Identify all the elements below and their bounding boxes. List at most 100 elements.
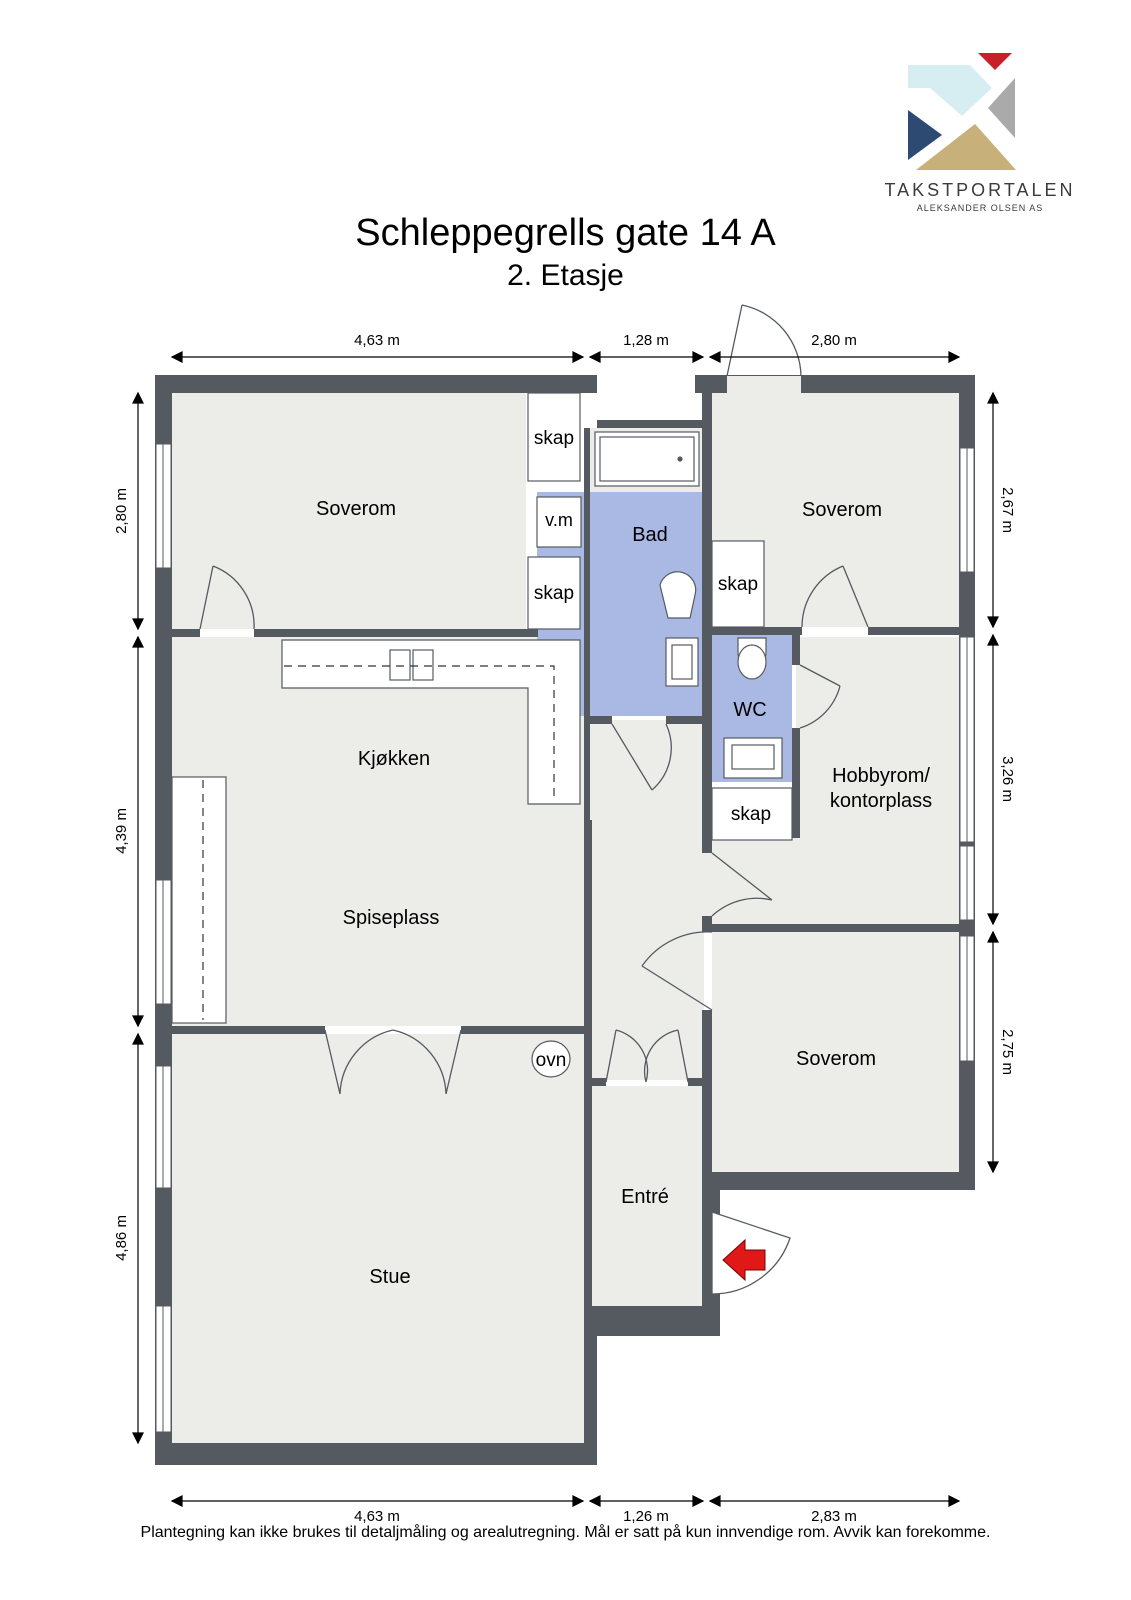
label-spiseplass: Spiseplass xyxy=(343,907,440,929)
dim-top-3: 2,80 m xyxy=(811,332,857,349)
dim-left-3: 4,86 m xyxy=(113,1215,130,1261)
floor-soverom-nw xyxy=(172,393,526,629)
skap-2-box xyxy=(527,556,581,630)
door-stue-right xyxy=(392,1029,462,1095)
door-bad xyxy=(611,723,672,791)
logo-light-blue-shape xyxy=(908,65,992,116)
wall-bad-right xyxy=(702,393,712,849)
door-opening-top-ne xyxy=(727,376,801,393)
label-hobby-1: Hobbyrom/ xyxy=(832,765,930,787)
dim-left-1: 2,80 m xyxy=(113,488,130,534)
wall-soverom-nw-bottom-2 xyxy=(254,629,538,637)
vm-box xyxy=(536,496,582,548)
logo-grey-triangle xyxy=(988,78,1015,138)
wall-stue-right xyxy=(584,1306,597,1465)
floor-hobbyrom xyxy=(796,637,959,924)
floor-stue xyxy=(172,1034,584,1443)
door-soverom-nw xyxy=(199,565,255,630)
kitchen-sink-1 xyxy=(389,649,411,681)
skap-3-box xyxy=(711,540,765,628)
wall-soverom-nw-bottom xyxy=(172,629,200,637)
wall-top-left xyxy=(155,375,597,393)
wall-wc-right-2 xyxy=(792,728,800,838)
floor-hall xyxy=(584,720,704,1080)
skap-1-box xyxy=(527,392,581,482)
wall-entre-top-2 xyxy=(688,1078,712,1086)
dim-bottom-3: 2,83 m xyxy=(811,1508,857,1525)
wall-bottom-right xyxy=(702,1172,975,1190)
door-soverom-se xyxy=(641,931,713,1011)
label-kjokken: Kjøkken xyxy=(358,748,430,770)
wall-hobby-bottom xyxy=(702,924,975,932)
wall-spiseplass-bottom-2 xyxy=(461,1026,584,1034)
wall-soverom-ne-bottom xyxy=(712,627,802,635)
label-soverom-ne: Soverom xyxy=(802,499,882,521)
wall-stue-hall xyxy=(584,820,592,1310)
floor-label: 2. Etasje xyxy=(507,259,624,292)
label-stue: Stue xyxy=(369,1266,410,1288)
room-labels: Soverom Bad Soverom Kjøkken Spiseplass W… xyxy=(316,498,932,1288)
logo-name: TAKSTPORTALEN xyxy=(884,180,1076,200)
logo-navy-triangle xyxy=(908,110,942,160)
opening-top-mid xyxy=(598,376,694,420)
skap-4-box xyxy=(711,787,793,841)
logo-gold-triangle xyxy=(916,124,1016,170)
label-wc: WC xyxy=(733,699,766,721)
label-soverom-se: Soverom xyxy=(796,1048,876,1070)
label-skap-2: skap xyxy=(534,583,574,604)
label-entre: Entré xyxy=(621,1186,669,1208)
windows xyxy=(155,376,975,1433)
side-counter xyxy=(171,776,227,1024)
dim-left-2: 4,39 m xyxy=(113,808,130,854)
wc-sink xyxy=(723,737,783,779)
bad-sink xyxy=(665,637,699,687)
wc-toilet-bowl xyxy=(737,644,767,680)
wall-entre-top xyxy=(592,1078,606,1086)
bathtub xyxy=(594,431,700,487)
counter-l-shape xyxy=(281,639,581,805)
dimension-labels: 4,63 m 1,28 m 2,80 m 4,63 m 1,26 m 2,83 … xyxy=(113,332,1016,1525)
wall-entre-bottom xyxy=(584,1306,720,1336)
wall-wc-right xyxy=(792,635,800,665)
kitchen-sink-2 xyxy=(412,649,434,681)
dim-right-1: 2,67 m xyxy=(999,487,1016,533)
door-top-entry xyxy=(726,304,802,377)
floor-kjokken-spiseplass xyxy=(172,637,584,1026)
label-skap-3: skap xyxy=(718,574,758,595)
floor-soverom-se xyxy=(712,932,959,1172)
dim-right-3: 2,75 m xyxy=(999,1029,1016,1075)
page-title: Schleppegrells gate 14 A xyxy=(355,212,776,254)
wall-bad-bottom-2 xyxy=(666,716,712,724)
takstportalen-logo xyxy=(908,53,1016,170)
disclaimer-footnote: Plantegning kan ikke brukes til detaljmå… xyxy=(140,1524,991,1541)
wall-kjokken-right xyxy=(584,720,590,820)
wc-sink-inner xyxy=(731,744,775,770)
label-hobby-2: kontorplass xyxy=(830,790,932,812)
logo-red-triangle xyxy=(978,53,1012,70)
logo-subname: ALEKSANDER OLSEN AS xyxy=(916,203,1044,213)
bathtub-inner xyxy=(599,436,695,482)
dim-right-2: 3,26 m xyxy=(999,756,1016,802)
floor-entre xyxy=(592,1086,702,1306)
room-floors xyxy=(172,386,959,1443)
door-entre-left xyxy=(605,1029,649,1083)
label-bad: Bad xyxy=(632,524,668,546)
door-stue-left xyxy=(324,1029,394,1095)
label-soverom-nw: Soverom xyxy=(316,498,396,520)
door-soverom-ne xyxy=(801,565,869,628)
bad-sink-inner xyxy=(671,644,693,680)
bad-toilet xyxy=(659,571,697,619)
wall-top-mid xyxy=(597,420,705,428)
dim-bottom-1: 4,63 m xyxy=(354,1508,400,1525)
wall-bottom xyxy=(155,1443,597,1465)
dim-top-2: 1,28 m xyxy=(623,332,669,349)
dim-bottom-2: 1,26 m xyxy=(623,1508,669,1525)
label-skap-4: skap xyxy=(731,804,771,825)
door-entre-right xyxy=(643,1029,689,1083)
fixture-labels: skap v.m skap skap skap ovn xyxy=(534,428,771,1071)
door-wc xyxy=(799,664,841,729)
counter-dash-line xyxy=(284,665,555,802)
dimension-lines xyxy=(132,351,999,1507)
wall-bad-left xyxy=(584,428,590,720)
